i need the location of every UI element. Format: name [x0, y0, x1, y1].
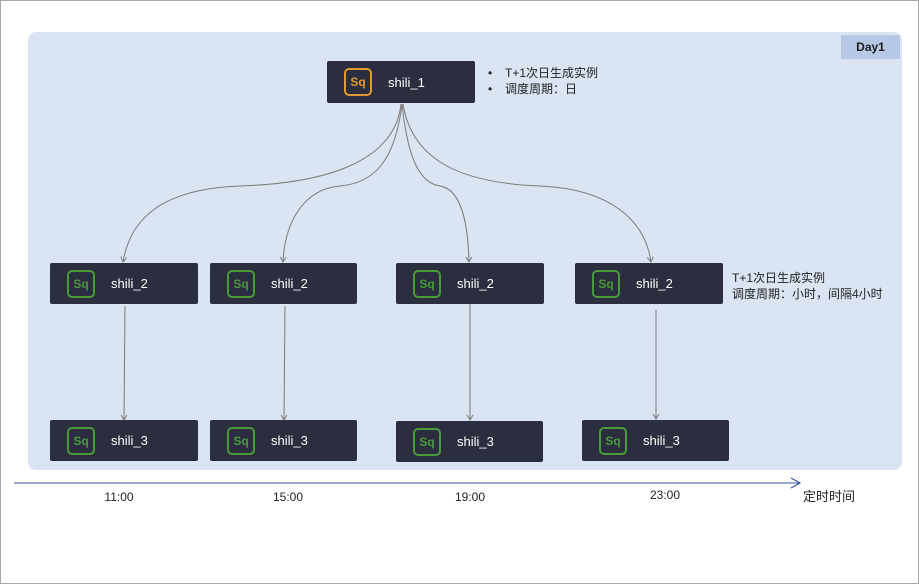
node-label: shili_2: [271, 276, 308, 291]
sql-node-icon: Sq: [227, 269, 255, 298]
node-level2-2[interactable]: Sq shili_2: [210, 263, 357, 304]
edge-level2-to-level3-1: [120, 305, 128, 421]
edge-root-to-level2-1: [120, 103, 402, 263]
node-level2-1[interactable]: Sq shili_2: [50, 263, 198, 304]
node-level3-2[interactable]: Sq shili_3: [210, 420, 357, 461]
node-level2-4[interactable]: Sq shili_2: [575, 263, 723, 304]
node-label: shili_3: [271, 433, 308, 448]
node-label: shili_3: [457, 434, 494, 449]
sql-node-icon: Sq: [413, 427, 441, 456]
node-level3-3[interactable]: Sq shili_3: [396, 421, 543, 462]
note-line: T+1次日生成实例: [505, 66, 599, 80]
node-level2-3[interactable]: Sq shili_2: [396, 263, 544, 304]
edge-root-to-level2-2: [279, 103, 403, 263]
edge-root-to-level2-4: [402, 103, 654, 263]
timeline-tick: 15:00: [272, 490, 304, 504]
day-label: Day1: [841, 35, 900, 59]
sql-node-icon: Sq: [592, 269, 620, 298]
node-label: shili_3: [643, 433, 680, 448]
timeline-tick: 11:00: [104, 490, 134, 504]
note-line: 调度周期：小时，间隔4小时: [732, 287, 883, 301]
sql-node-icon: Sq: [227, 426, 255, 455]
timeline-tick: 19:00: [454, 490, 486, 504]
level2-schedule-note: T+1次日生成实例 调度周期：小时，间隔4小时: [732, 270, 883, 302]
sql-node-icon: Sq: [599, 426, 627, 455]
note-line: T+1次日生成实例: [732, 271, 826, 285]
node-label: shili_1: [388, 74, 425, 90]
edge-root-to-level2-3: [401, 103, 473, 263]
sql-node-icon: Sq: [344, 68, 372, 96]
node-label: shili_2: [636, 276, 673, 291]
timeline-tick: 23:00: [649, 488, 681, 502]
sql-node-icon: Sq: [67, 426, 95, 455]
node-label: shili_2: [457, 276, 494, 291]
node-level3-1[interactable]: Sq shili_3: [50, 420, 198, 461]
sql-node-icon: Sq: [67, 269, 95, 298]
root-schedule-note: •T+1次日生成实例 •调度周期：日: [488, 66, 599, 96]
note-line: 调度周期：日: [505, 81, 578, 96]
node-level3-4[interactable]: Sq shili_3: [582, 420, 729, 461]
sql-node-icon: Sq: [413, 269, 441, 298]
timeline-title: 定时时间: [803, 489, 856, 504]
node-root-shili-1[interactable]: Sq shili_1: [327, 61, 475, 103]
node-label: shili_2: [111, 276, 148, 291]
edge-level2-to-level3-2: [280, 305, 288, 421]
node-label: shili_3: [111, 433, 148, 448]
day-panel: [28, 32, 902, 470]
